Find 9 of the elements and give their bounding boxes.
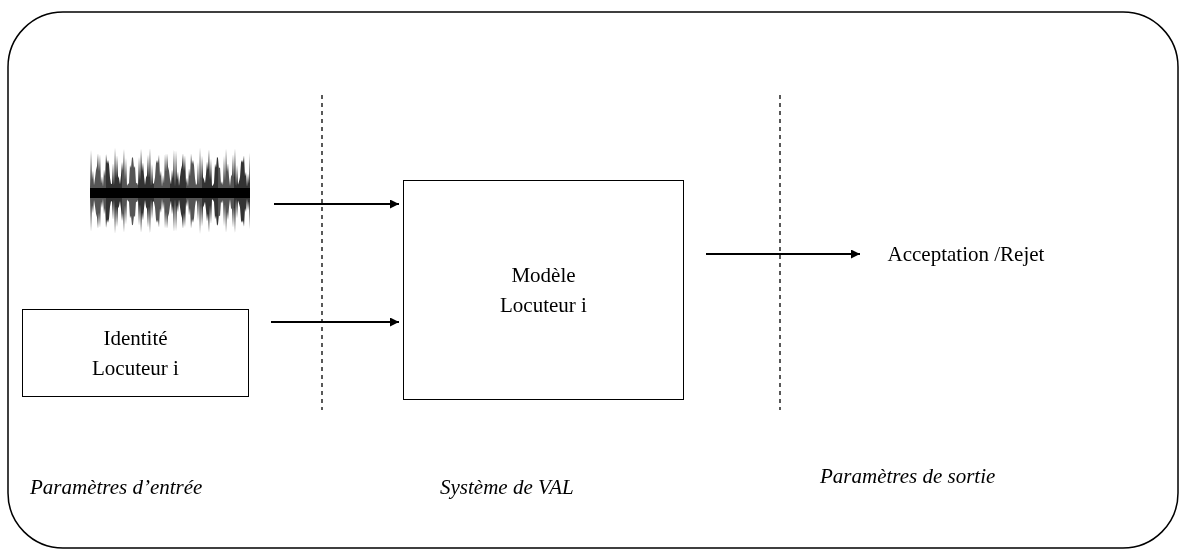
arrow bbox=[270, 317, 400, 327]
section-caption: Paramètres de sortie bbox=[820, 464, 996, 489]
section-caption: Paramètres d’entrée bbox=[30, 475, 203, 500]
arrow bbox=[705, 249, 861, 259]
arrow bbox=[273, 199, 400, 209]
process-box: Identité Locuteur i bbox=[22, 309, 249, 397]
process-box: Modèle Locuteur i bbox=[403, 180, 684, 400]
section-caption: Système de VAL bbox=[440, 475, 574, 500]
output-label: Acceptation /Rejet bbox=[866, 236, 1066, 272]
